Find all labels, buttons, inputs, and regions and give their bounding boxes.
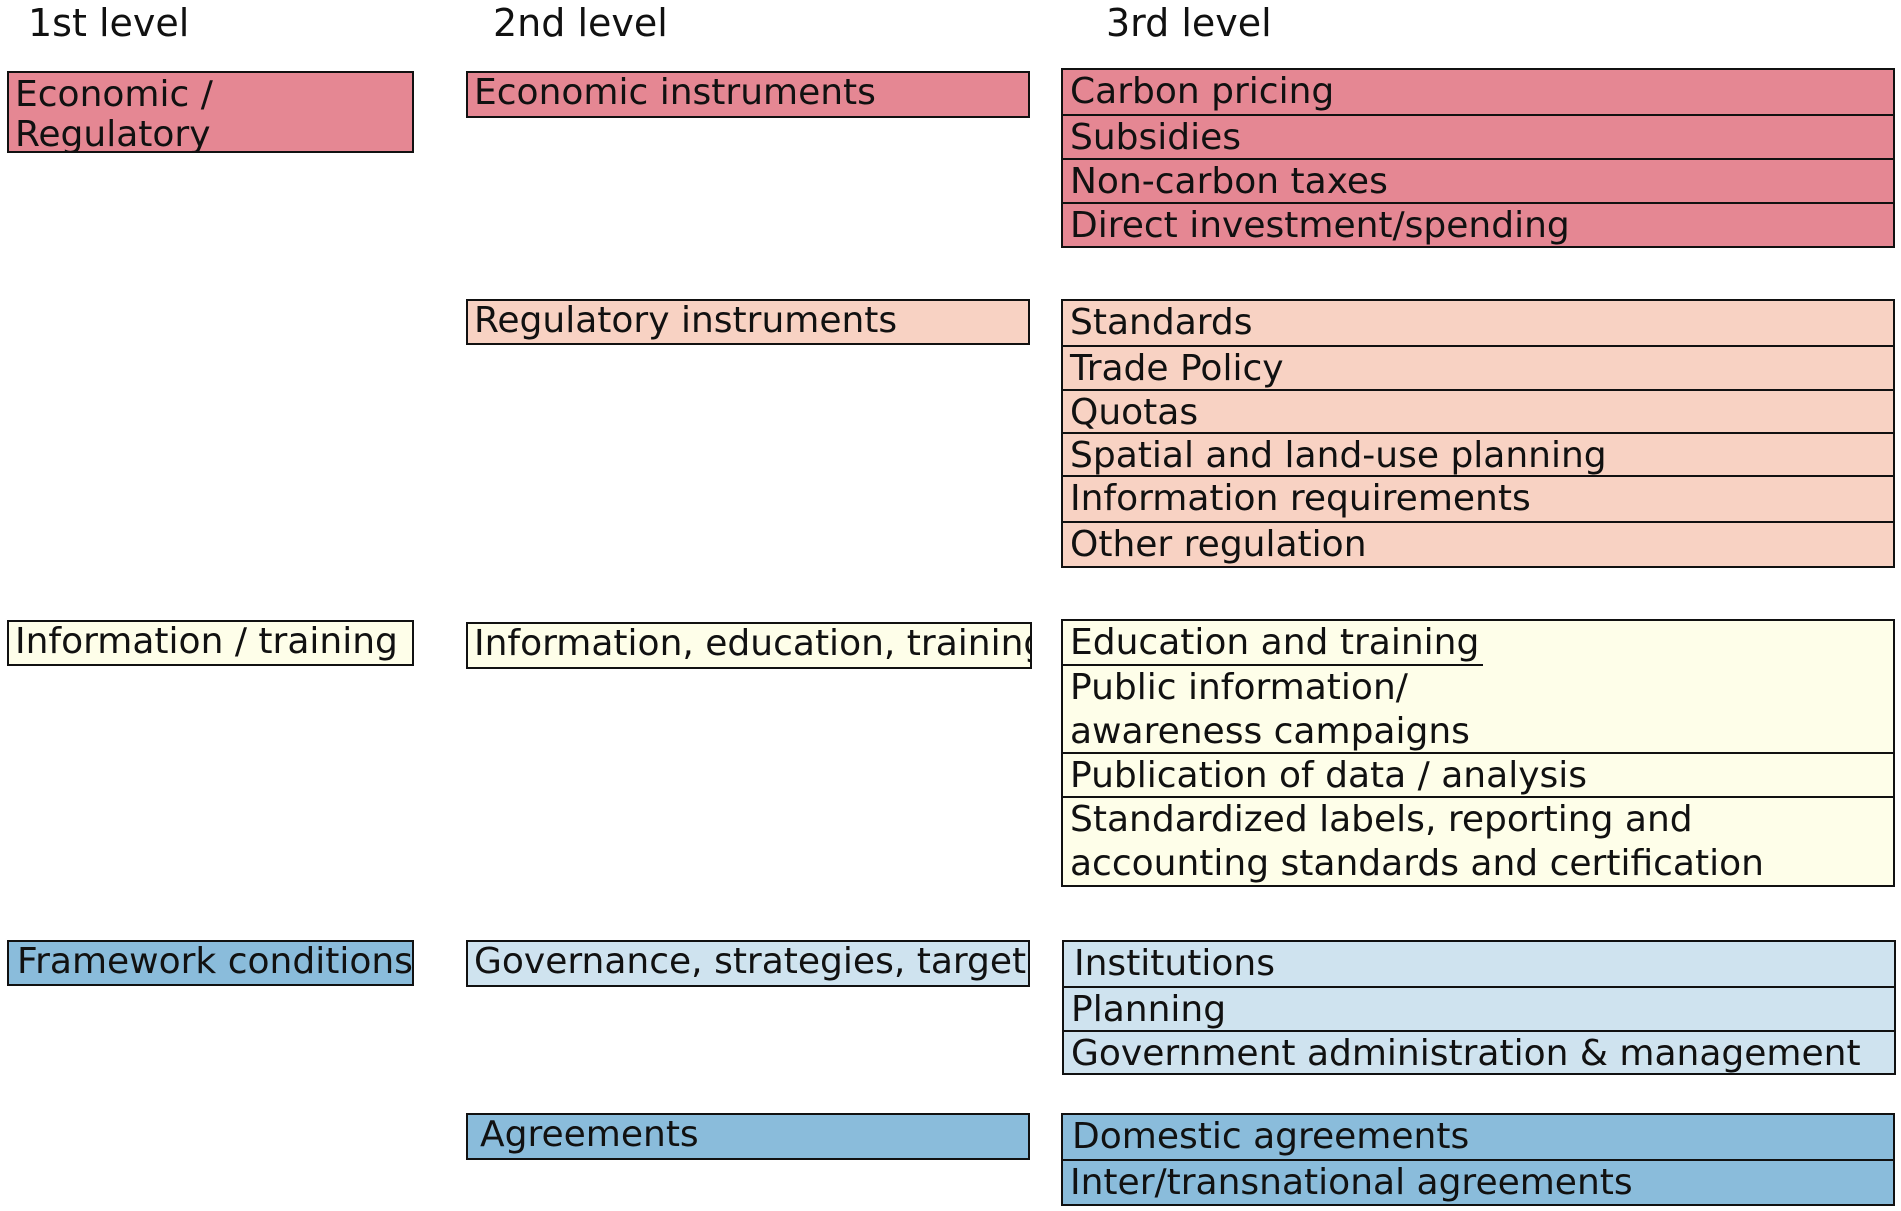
- level3-item: Other regulation: [1063, 520, 1893, 566]
- level3-item: Quotas: [1063, 388, 1893, 432]
- level3-item: Domestic agreements: [1072, 1116, 1470, 1157]
- level3-item: Education and training: [1070, 622, 1480, 663]
- level3-item: Standardized labels, reporting and accou…: [1063, 796, 1893, 885]
- level3-item: Subsidies: [1063, 113, 1893, 158]
- level3-item: Inter/transnational agreements: [1063, 1158, 1893, 1204]
- level2-regulatory-instruments: Regulatory instruments: [466, 299, 1030, 345]
- level1-economic-regulatory: Economic / Regulatory instruments: [7, 71, 414, 153]
- header-level-3: 3rd level: [1106, 1, 1272, 45]
- level3-item: Publication of data / analysis: [1063, 752, 1893, 796]
- level3-item: Standards: [1070, 302, 1253, 343]
- level3-information-stack: Education and training Public informatio…: [1061, 619, 1895, 887]
- header-level-1: 1st level: [28, 1, 190, 45]
- level3-item: Trade Policy: [1063, 345, 1893, 389]
- level3-regulatory-stack: Standards Trade Policy Quotas Spatial an…: [1061, 299, 1895, 568]
- level2-governance-strategies-targets: Governance, strategies, targets: [466, 940, 1030, 987]
- level3-item: Government administration & management: [1064, 1029, 1894, 1073]
- level3-item: Non-carbon taxes: [1063, 157, 1893, 202]
- level2-economic-instruments: Economic instruments: [466, 71, 1030, 118]
- level3-item: Public information/ awareness campaigns: [1063, 664, 1483, 752]
- level1-framework-conditions: Framework conditions: [7, 940, 414, 986]
- level3-item: Direct investment/spending: [1063, 202, 1893, 246]
- level3-item: Spatial and land-use planning: [1063, 432, 1893, 475]
- level3-agreements-stack: Domestic agreements Inter/transnational …: [1061, 1113, 1895, 1206]
- level3-item: Planning: [1064, 986, 1894, 1030]
- level3-economic-stack: Carbon pricing Subsidies Non-carbon taxe…: [1061, 68, 1895, 248]
- level3-governance-stack: Institutions Planning Government adminis…: [1062, 940, 1896, 1075]
- level2-agreements: Agreements: [466, 1113, 1030, 1160]
- level1-information-training: Information / training: [7, 620, 414, 666]
- level3-item: Institutions: [1074, 943, 1275, 984]
- header-level-2: 2nd level: [493, 1, 668, 45]
- level3-item: Carbon pricing: [1070, 71, 1335, 112]
- level2-information-education-training: Information, education, training: [466, 622, 1032, 669]
- level3-item: Information requirements: [1063, 475, 1893, 520]
